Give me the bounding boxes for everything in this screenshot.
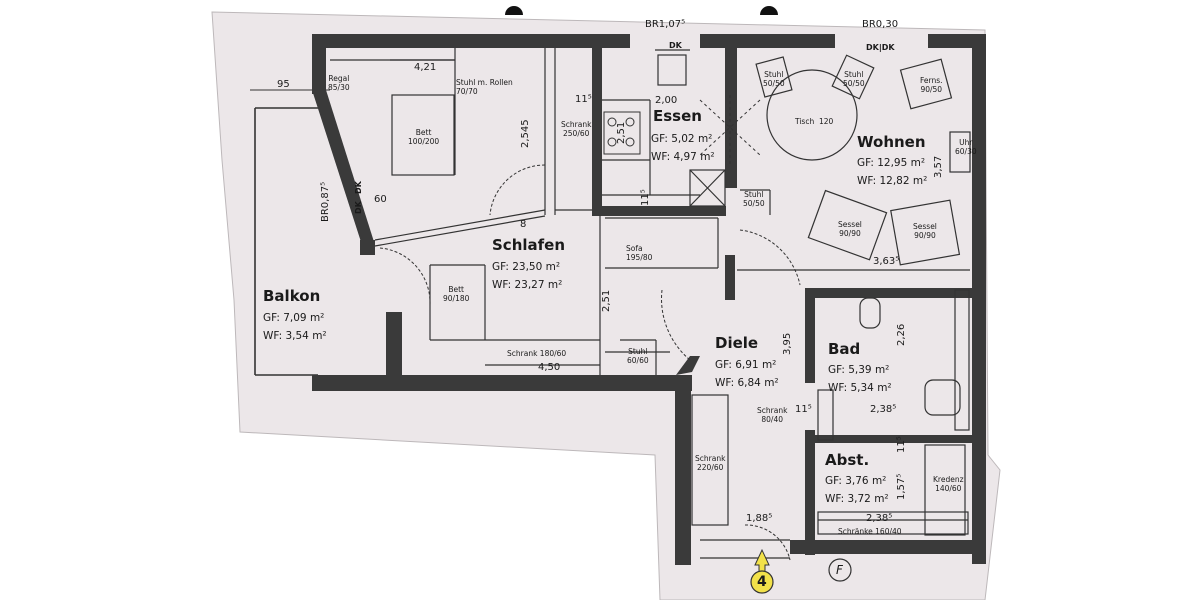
furniture-stuhl-rollen: Stuhl m. Rollen 70/70	[456, 78, 513, 97]
dim-2545: 2,545	[520, 119, 531, 148]
dim-450: 4,50	[538, 362, 561, 373]
furniture-schrank-1: Schrank 250/60	[561, 120, 592, 139]
dim-3635: 3,63⁵	[873, 256, 900, 267]
living-furniture	[755, 54, 971, 266]
dim-251-a: 2,51	[616, 121, 627, 144]
room-diele-gf: GF: 6,91 m²	[715, 359, 777, 371]
room-balkon-gf: GF: 7,09 m²	[263, 312, 325, 324]
furniture-stuhl-4: Stuhl 60/60	[627, 347, 649, 366]
furniture-stuhl-2: Stuhl 50/50	[843, 70, 865, 89]
dim-200: 2,00	[655, 95, 678, 106]
dim-1575: 1,57⁵	[896, 473, 907, 500]
room-diele-wf: WF: 6,84 m²	[715, 377, 779, 389]
room-essen-gf: GF: 5,02 m²	[651, 133, 713, 145]
dim-115-c: 11⁵	[795, 404, 812, 415]
room-schlafen-name: Schlafen	[492, 236, 566, 254]
furniture-schraenke: Schränke 160/40	[838, 527, 902, 536]
room-essen-name: Essen	[653, 107, 702, 125]
furniture-sessel-1: Sessel 90/90	[838, 220, 862, 239]
dim-115-a: 11⁵	[575, 94, 592, 105]
furniture-regal: Regal 85/30	[328, 74, 350, 93]
f-marker-label: F	[836, 563, 843, 577]
dim-dk-4: DK	[354, 201, 363, 214]
room-wohnen-wf: WF: 12,82 m²	[857, 175, 928, 187]
dim-1885: 1,88⁵	[746, 513, 773, 524]
dim-2385-a: 2,38⁵	[870, 404, 897, 415]
furniture-schrank-4: Schrank 220/60	[695, 454, 726, 473]
room-schlafen-gf: GF: 23,50 m²	[492, 261, 561, 273]
punch-hole-right	[760, 6, 778, 15]
dim-br3: BR0,87⁵	[320, 181, 331, 222]
dim-br1: BR1,07⁵	[645, 19, 686, 30]
room-bad-gf: GF: 5,39 m²	[828, 364, 890, 376]
furniture-schrank-2: Schrank 180/60	[507, 349, 567, 358]
dim-dk-1: DK	[669, 41, 682, 50]
dim-8: 8	[520, 219, 527, 230]
room-abst-name: Abst.	[825, 451, 870, 469]
dim-421: 4,21	[414, 62, 437, 73]
room-abst-gf: GF: 3,76 m²	[825, 475, 887, 487]
furniture-kredenz: Kredenz 140/60	[933, 475, 964, 494]
thin-lines	[330, 48, 970, 559]
room-wohnen-gf: GF: 12,95 m²	[857, 157, 926, 169]
room-essen-wf: WF: 4,97 m²	[651, 151, 715, 163]
room-schlafen-wf: WF: 23,27 m²	[492, 279, 563, 291]
entrance-circle	[750, 570, 774, 594]
entrance-number: 4	[757, 574, 767, 590]
dim-br2: BR0,30	[862, 19, 899, 30]
room-balkon-wf: WF: 3,54 m²	[263, 330, 327, 342]
furniture-uhr: Uhr 60/30	[955, 138, 977, 157]
furniture-stuhl-1: Stuhl 50/50	[763, 70, 785, 89]
dim-95: 95	[277, 79, 290, 90]
kitchen-stove	[603, 111, 641, 155]
dim-dk-2: DK|DK	[866, 43, 895, 52]
f-marker-circle	[828, 558, 852, 582]
dim-251-b: 2,51	[601, 289, 612, 312]
furniture-sofa: Sofa 195/80	[626, 244, 653, 263]
dim-dk-3: DK	[354, 181, 363, 194]
dining-window-dashes	[699, 95, 761, 165]
room-balkon-name: Balkon	[263, 287, 321, 305]
dim-115-b: 11⁵	[640, 189, 651, 206]
furniture-bett-2: Bett 90/180	[443, 285, 470, 304]
room-wohnen-name: Wohnen	[857, 133, 926, 151]
furniture-sessel-2: Sessel 90/90	[913, 222, 937, 241]
entrance-arrow-icon	[754, 548, 770, 573]
dim-357: 3,57	[933, 155, 944, 178]
furniture-tisch: Tisch 120	[795, 117, 834, 126]
dim-2385-b: 2,38⁵	[866, 513, 893, 524]
dim-60: 60	[374, 194, 387, 205]
dim-395: 3,95	[782, 332, 793, 355]
punch-hole-left	[505, 6, 523, 15]
furniture-stuhl-3: Stuhl 50/50	[743, 190, 765, 209]
room-abst-wf: WF: 3,72 m²	[825, 493, 889, 505]
room-bad-name: Bad	[828, 340, 861, 358]
walls	[312, 34, 986, 565]
room-bad-wf: WF: 5,34 m²	[828, 382, 892, 394]
dim-226: 2,26	[896, 323, 907, 346]
room-diele-name: Diele	[715, 334, 759, 352]
furniture-fernseher: Ferns. 90/50	[920, 76, 943, 95]
furniture-schrank-3: Schrank 80/40	[757, 406, 788, 425]
dim-115-d: 11⁵	[896, 436, 907, 453]
door-swings	[379, 164, 801, 561]
furniture-bett-1: Bett 100/200	[408, 128, 440, 147]
